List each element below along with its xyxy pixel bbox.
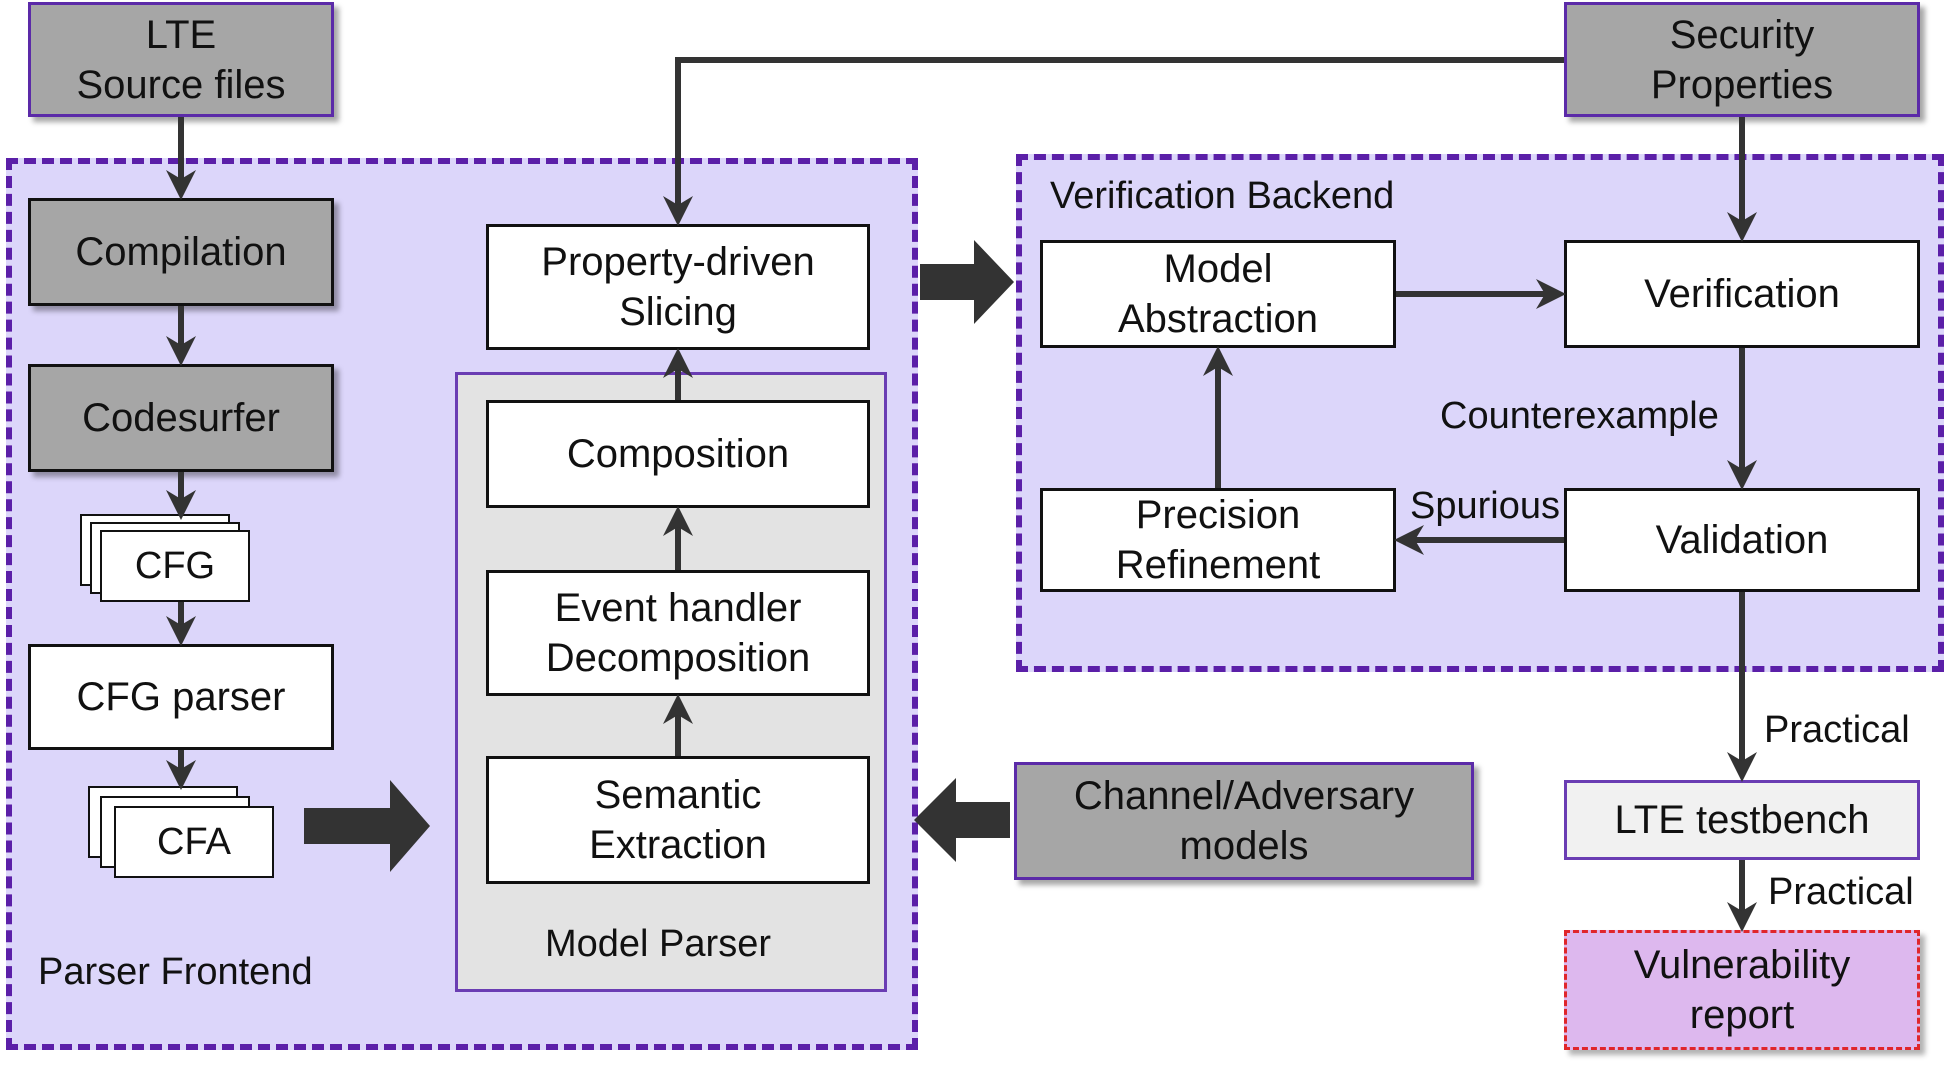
verification-box: Verification: [1564, 240, 1920, 348]
parser-frontend-label: Parser Frontend: [38, 951, 313, 993]
practical-label-2: Practical: [1768, 871, 1914, 913]
spurious-label: Spurious: [1410, 485, 1560, 527]
block-arrow-channel-to-model-parser: [914, 778, 1010, 862]
codesurfer-box: Codesurfer: [28, 364, 334, 472]
model-parser-label: Model Parser: [545, 923, 771, 965]
semantic-extraction-box: Semantic Extraction: [486, 756, 870, 884]
arrow-security-to-slicing: [663, 57, 1564, 226]
verification-backend-label: Verification Backend: [1050, 175, 1395, 217]
property-driven-slicing-box: Property-driven Slicing: [486, 224, 870, 350]
counterexample-label: Counterexample: [1440, 395, 1719, 437]
block-arrow-cfa-to-model-parser: [304, 780, 430, 872]
cfa-stack-front: CFA: [114, 806, 274, 878]
composition-box: Composition: [486, 400, 870, 508]
channel-adversary-models-box: Channel/Adversary models: [1014, 762, 1474, 880]
vulnerability-report-box: Vulnerability report: [1564, 930, 1920, 1050]
compilation-box: Compilation: [28, 198, 334, 306]
lte-source-files-box: LTE Source files: [28, 2, 334, 117]
block-arrow-slicing-to-backend: [920, 240, 1014, 324]
security-properties-box: Security Properties: [1564, 2, 1920, 117]
event-handler-decomposition-box: Event handler Decomposition: [486, 570, 870, 696]
cfg-stack-front: CFG: [100, 530, 250, 602]
practical-label-1: Practical: [1764, 709, 1910, 751]
lte-testbench-box: LTE testbench: [1564, 780, 1920, 860]
